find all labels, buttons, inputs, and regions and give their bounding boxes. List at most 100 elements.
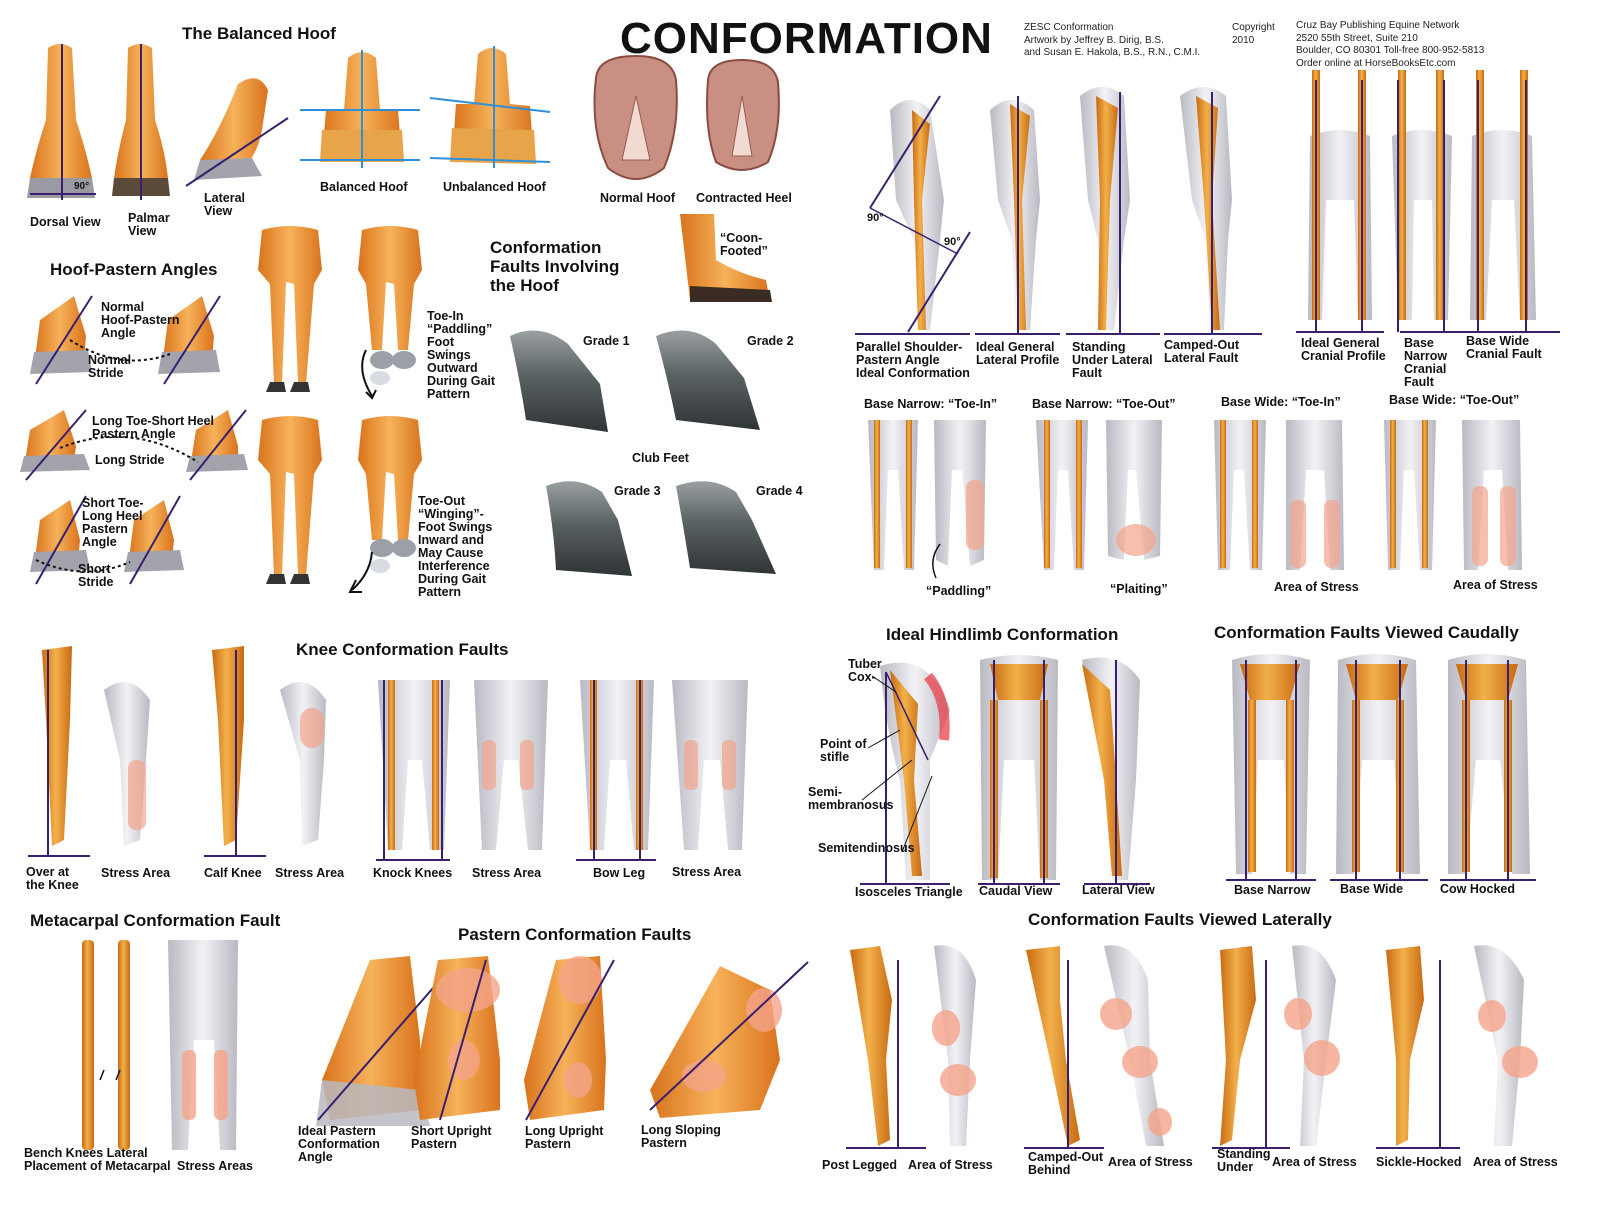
- label-short-toe-angle: Short Toe- Long Heel Pastern Angle: [82, 496, 144, 549]
- label-area-stress-4: Area of Stress: [1108, 1155, 1193, 1169]
- contracted-heel-sole: [706, 58, 780, 171]
- cranial-profile-figures: [1296, 70, 1560, 333]
- heading-hoof-faults: Conformation Faults Involving the Hoof: [490, 238, 620, 295]
- label-standing-under: Standing Under: [1217, 1147, 1271, 1174]
- label-knock-knees: Knock Knees: [373, 866, 453, 880]
- label-semitendinosus: Semitendinosus: [818, 841, 915, 855]
- label-long-upright: Long Upright Pastern: [525, 1124, 604, 1151]
- label-isosceles: Isosceles Triangle: [855, 885, 963, 899]
- label-grade4: Grade 4: [756, 484, 803, 498]
- label-post-legged: Post Legged: [822, 1158, 898, 1172]
- label-normal-stride: Normal Stride: [88, 353, 132, 380]
- hoof-pastern-angle-figures: [20, 295, 248, 585]
- label-base-narrow-cranial: Base Narrow Cranial Fault: [1404, 336, 1448, 389]
- label-ninety-deg-hoof: 90°: [74, 181, 90, 192]
- label-tuber-coxae: Tuber Cox-: [848, 657, 882, 684]
- heading-balanced-hoof: The Balanced Hoof: [182, 24, 336, 43]
- label-palmar-view: Palmar View: [128, 211, 170, 238]
- label-toe-out: Toe-Out “Winging”- Foot Swings Inward an…: [418, 494, 493, 599]
- label-bw-toe-in: Base Wide: “Toe-In”: [1221, 395, 1341, 409]
- caudal-fault-figures: [1226, 654, 1536, 881]
- label-short-stride: Short Stride: [78, 562, 114, 589]
- label-sickle-hocked: Sickle-Hocked: [1376, 1155, 1462, 1169]
- label-stress-area-4: Stress Area: [672, 865, 742, 879]
- label-area-stress-3: Area of Stress: [908, 1158, 993, 1172]
- credits-text: ZESC Conformation Artwork by Jeffrey B. …: [1024, 22, 1201, 58]
- label-normal-angle: Normal Hoof-Pastern Angle: [101, 300, 180, 340]
- label-plaiting: “Plaiting”: [1110, 582, 1168, 596]
- club-feet-figures: [510, 330, 776, 576]
- heading-metacarpal-fault: Metacarpal Conformation Fault: [30, 911, 281, 930]
- label-base-narrow: Base Narrow: [1234, 883, 1311, 897]
- dorsal-view-hoof: [27, 44, 96, 200]
- label-bw-toe-out: Base Wide: “Toe-Out”: [1389, 393, 1520, 407]
- label-bn-toe-out: Base Narrow: “Toe-Out”: [1032, 397, 1176, 411]
- label-area-stress-2: Area of Stress: [1453, 578, 1538, 592]
- label-long-toe-angle: Long Toe-Short Heel Pastern Angle: [92, 414, 214, 441]
- heading-hoof-pastern-angles: Hoof-Pastern Angles: [50, 260, 218, 279]
- knee-fault-figures: [28, 646, 748, 861]
- label-ideal-lateral: Ideal General Lateral Profile: [976, 340, 1060, 367]
- label-bow-leg: Bow Leg: [593, 866, 646, 880]
- label-bench-knees: Bench Knees Lateral Placement of Metacar…: [24, 1146, 171, 1173]
- heading-faults-laterally: Conformation Faults Viewed Laterally: [1028, 910, 1332, 929]
- label-lateral-view-hind: Lateral View: [1082, 883, 1155, 897]
- label-club-feet: Club Feet: [632, 451, 689, 465]
- label-long-sloping: Long Sloping Pastern: [641, 1123, 721, 1150]
- label-stress-area-2: Stress Area: [275, 866, 345, 880]
- label-stress-area-3: Stress Area: [472, 866, 542, 880]
- heading-pastern-faults: Pastern Conformation Faults: [458, 925, 692, 944]
- coon-footed-hoof: [680, 214, 772, 302]
- heading-knee-faults: Knee Conformation Faults: [296, 640, 509, 659]
- label-coon-footed: “Coon- Footed”: [720, 231, 768, 258]
- metacarpal-fault-figures: [82, 940, 238, 1150]
- label-camped-out-behind: Camped-Out Behind: [1028, 1150, 1103, 1177]
- lateral-view-hoof: [185, 78, 289, 187]
- label-balanced-hoof: Balanced Hoof: [320, 180, 408, 194]
- label-camped-out-lateral: Camped-Out Lateral Fault: [1164, 338, 1239, 365]
- label-bn-toe-in: Base Narrow: “Toe-In”: [864, 397, 998, 411]
- base-narrow-wide-figures: [868, 420, 1522, 579]
- label-stress-areas: Stress Areas: [177, 1159, 253, 1173]
- pastern-fault-figures: [316, 956, 809, 1126]
- label-standing-under-lateral: Standing Under Lateral Fault: [1072, 340, 1153, 380]
- label-caudal-view: Caudal View: [979, 884, 1053, 898]
- label-long-stride: Long Stride: [95, 453, 165, 467]
- label-contracted-heel: Contracted Heel: [696, 191, 792, 205]
- lateral-hind-fault-figures: [846, 945, 1538, 1149]
- label-ninety-deg-2: 90°: [944, 236, 961, 248]
- normal-hoof-sole: [593, 54, 678, 180]
- label-over-knee: Over at the Knee: [26, 865, 79, 892]
- orange-forelimb-pairs: [258, 226, 422, 593]
- publisher-text: Cruz Bay Publishing Equine Network 2520 …: [1296, 20, 1485, 69]
- label-stress-area-1: Stress Area: [101, 866, 171, 880]
- lateral-forelimb-figures: [855, 87, 1262, 335]
- label-point-stifle: Point of stifle: [820, 737, 867, 764]
- label-area-stress-5: Area of Stress: [1272, 1155, 1357, 1169]
- heading-ideal-hindlimb: Ideal Hindlimb Conformation: [886, 625, 1119, 644]
- label-base-wide: Base Wide: [1340, 882, 1404, 896]
- label-cow-hocked: Cow Hocked: [1440, 882, 1516, 896]
- palmar-view-hoof: [112, 44, 170, 200]
- label-calf-knee: Calf Knee: [204, 866, 262, 880]
- balanced-hoof-diagram: [300, 50, 420, 168]
- label-semimembranosus: Semi- membranosus: [808, 785, 894, 812]
- label-ideal-pastern: Ideal Pastern Conformation Angle: [298, 1124, 380, 1164]
- label-normal-hoof: Normal Hoof: [600, 191, 675, 205]
- label-area-stress-1: Area of Stress: [1274, 580, 1359, 594]
- label-unbalanced-hoof: Unbalanced Hoof: [443, 180, 546, 194]
- label-ninety-deg-1: 90°: [867, 212, 884, 224]
- ideal-hindlimb-figures: [860, 655, 1150, 885]
- label-parallel-shoulder: Parallel Shoulder- Pastern Angle Ideal C…: [856, 340, 970, 380]
- label-toe-in: Toe-In “Paddling” Foot Swings Outward Du…: [427, 309, 496, 401]
- copyright-text: Copyright 2010: [1232, 22, 1275, 46]
- label-lateral-view: Lateral View: [204, 191, 245, 218]
- label-ideal-cranial: Ideal General Cranial Profile: [1301, 336, 1386, 363]
- label-area-stress-6: Area of Stress: [1473, 1155, 1558, 1169]
- label-paddling: “Paddling”: [926, 584, 992, 598]
- label-base-wide-cranial: Base Wide Cranial Fault: [1466, 334, 1542, 361]
- label-grade3: Grade 3: [614, 484, 661, 498]
- page-title: CONFORMATION: [620, 14, 993, 63]
- label-grade2: Grade 2: [747, 334, 794, 348]
